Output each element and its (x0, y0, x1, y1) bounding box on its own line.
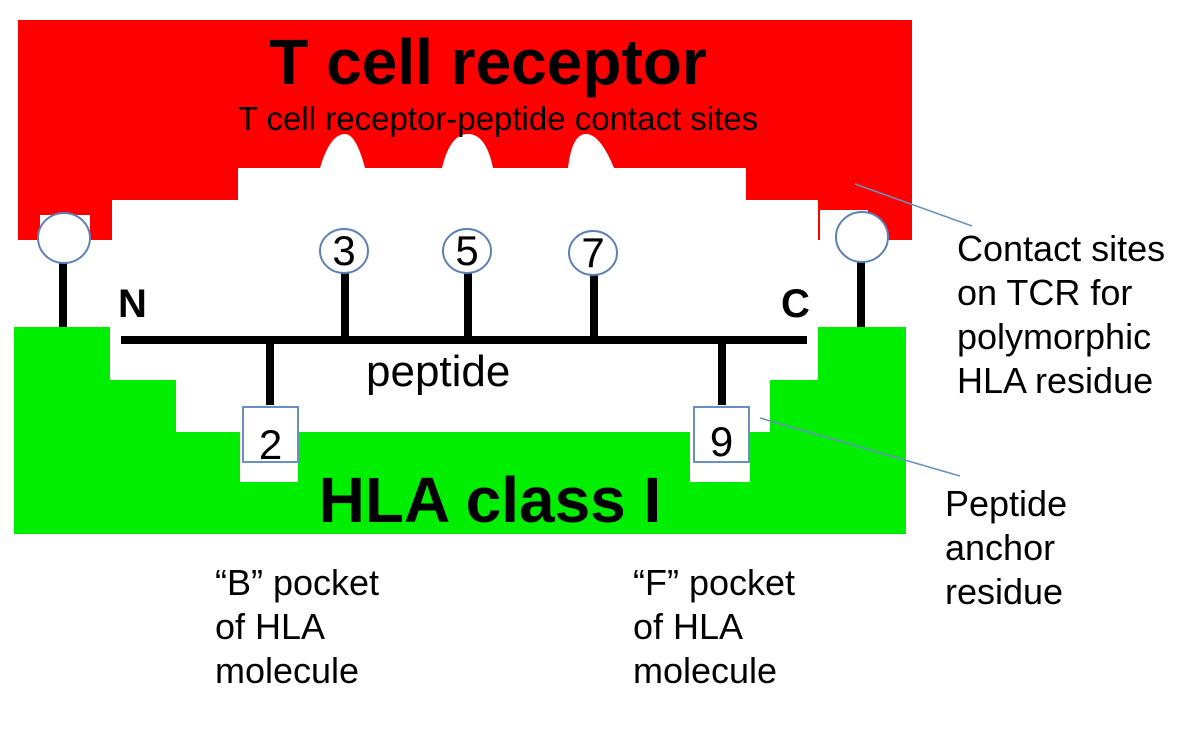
hla-residue-circle-left (37, 212, 91, 264)
tcr-subtitle: T cell receptor-peptide contact sites (237, 100, 759, 137)
peptide-label: peptide (366, 347, 511, 396)
residue-circle-5 (442, 228, 492, 274)
residue-number-5: 5 (455, 227, 479, 274)
tcr-title: T cell receptor (269, 26, 707, 98)
hla-residue-circle-right (835, 211, 889, 263)
residue-box-9 (693, 406, 750, 463)
b-pocket-annotation: “B” pocket of HLA molecule (215, 561, 379, 693)
f-pocket-line-3: molecule (633, 650, 778, 691)
anchor-line-2: anchor (945, 527, 1056, 568)
anchor-annotation: Peptide anchor residue (945, 482, 1067, 614)
residue-number-9: 9 (709, 418, 734, 465)
leader-line-anchor (759, 417, 961, 477)
n-terminus-label: N (118, 282, 147, 326)
b-pocket-line-2: of HLA (215, 606, 326, 647)
residue-box-2 (242, 406, 299, 463)
f-pocket-line-2: of HLA (633, 606, 744, 647)
anchor-line-1: Peptide (945, 483, 1068, 524)
b-pocket-line-3: molecule (215, 650, 360, 691)
tcr-contact-line-2: on TCR for (957, 272, 1133, 313)
tcr-contact-line-3: polymorphic (957, 316, 1152, 357)
anchor-line-3: residue (945, 571, 1064, 612)
residue-number-2: 2 (258, 421, 283, 468)
b-pocket-line-1: “B” pocket (215, 562, 380, 603)
tcr-contact-annotation: Contact sites on TCR for polymorphic HLA… (957, 227, 1165, 403)
tcr-shape (18, 20, 912, 240)
hla-shape (14, 327, 906, 534)
peptide-backbone-group (59, 262, 865, 405)
residue-number-7: 7 (581, 229, 605, 276)
tcr-contact-line-4: HLA residue (957, 360, 1154, 401)
residue-circle-7 (568, 230, 618, 276)
f-pocket-annotation: “F” pocket of HLA molecule (633, 561, 795, 693)
c-terminus-label: C (781, 282, 810, 326)
hla-title: HLA class I (318, 464, 662, 536)
residue-number-3: 3 (332, 227, 356, 274)
tcr-contact-line-1: Contact sites (957, 228, 1166, 269)
leader-line-tcr-contact (854, 183, 973, 227)
residue-circle-3 (319, 228, 369, 274)
f-pocket-line-1: “F” pocket (633, 562, 796, 603)
